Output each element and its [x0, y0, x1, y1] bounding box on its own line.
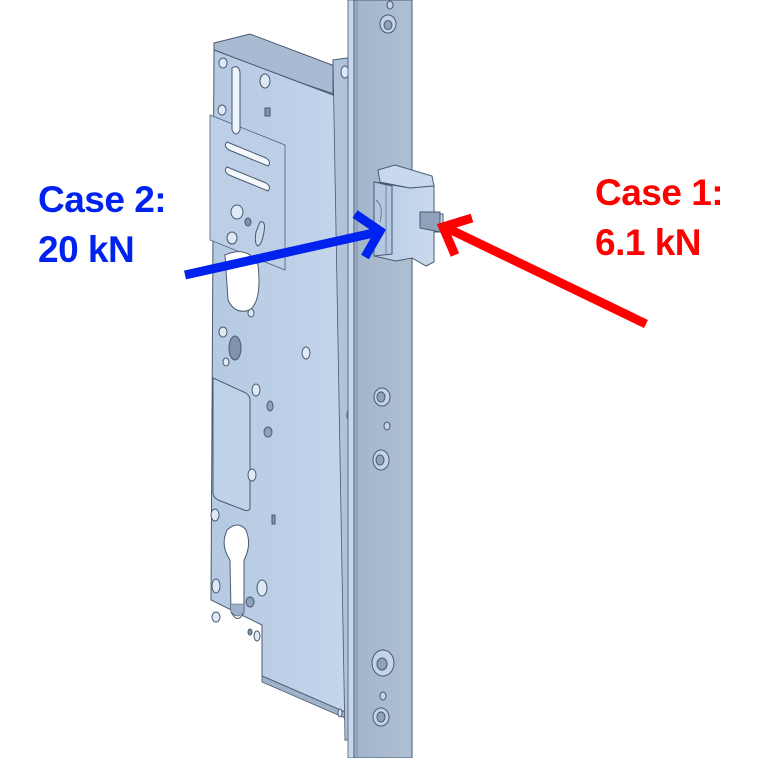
faceplate [347, 0, 413, 759]
case2-force-value: 20 kN [38, 229, 135, 270]
cover-plate [209, 114, 286, 271]
case1-force-value: 6.1 kN [595, 222, 702, 263]
lock-case-holes [210, 57, 352, 718]
case1-label: Case 1: 6.1 kN [595, 168, 724, 268]
latch-bolt [373, 164, 444, 267]
case2-label: Case 2: 20 kN [38, 175, 167, 275]
case1-force-arrow [436, 213, 648, 329]
case1-title: Case 1: [595, 172, 724, 213]
faceplate-screw-holes [371, 0, 397, 727]
case2-title: Case 2: [38, 179, 167, 220]
case2-force-arrow [184, 210, 386, 280]
profile-cylinder-cutout [223, 524, 250, 619]
